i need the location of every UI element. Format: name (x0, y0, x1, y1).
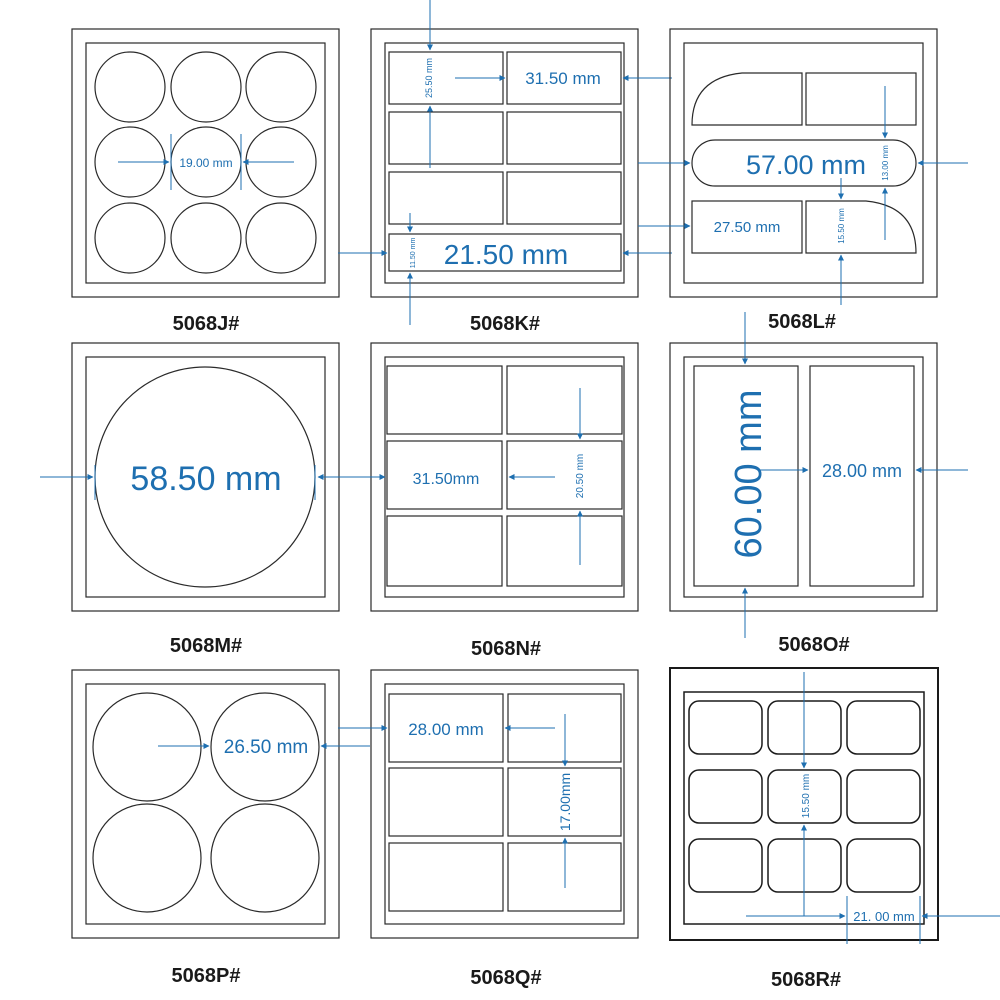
quarter-round-label (691, 72, 803, 126)
sheet-inner-border (384, 42, 625, 284)
rect-label (506, 515, 623, 587)
panel-caption: 5068O# (778, 634, 849, 656)
panel-caption: 5068N# (471, 638, 541, 660)
sheet-outer-border (669, 667, 939, 941)
rect-label (386, 365, 503, 435)
dimension-5068j (118, 134, 294, 190)
panel-caption: 5068Q# (470, 967, 541, 989)
panel-caption: 5068R# (771, 969, 841, 991)
wide-rect-label (388, 233, 622, 272)
dimension-label: 21. 00 mm (853, 909, 914, 924)
rect-label (506, 171, 622, 225)
round-label (170, 51, 242, 123)
dimension-label: 20.50 mm (575, 454, 586, 498)
dimension-label: 60.00 mm (728, 390, 770, 559)
dimension-5068l (638, 86, 968, 305)
round-label (92, 692, 202, 802)
label-circles (94, 51, 317, 274)
sheet-outer-border (71, 669, 340, 939)
dimension-label: 31.50mm (413, 471, 480, 488)
panel-5068o (669, 342, 938, 612)
dimension-5068k (338, 0, 672, 325)
round-label (170, 202, 242, 274)
rect-label (388, 693, 504, 763)
dimension-label: 11.50 mm (410, 238, 417, 269)
sheet-inner-border (683, 356, 924, 598)
dimension-5068r (746, 672, 1000, 944)
sheet-outer-border (370, 342, 639, 612)
rounded-rect-label (846, 838, 921, 893)
rect-label (388, 171, 504, 225)
rounded-rect-label (688, 769, 763, 824)
round-label (210, 692, 320, 802)
dimension-label: 27.50 mm (714, 219, 781, 236)
panel-5068j (71, 28, 340, 298)
capsule-label (691, 139, 917, 187)
sheet-inner-border (384, 683, 625, 925)
sheet-inner-border (85, 42, 326, 284)
rect-label (507, 767, 622, 837)
dimension-label: 26.50 mm (224, 737, 308, 758)
dimension-label: 19.00 mm (179, 156, 232, 170)
rect-label (506, 111, 622, 165)
quarter-round-label (805, 200, 917, 254)
dimension-label: 58.50 mm (130, 460, 281, 498)
tall-rect-label (693, 365, 799, 587)
sheet-outer-border (71, 28, 340, 298)
round-label (245, 202, 317, 274)
rect-label (388, 767, 504, 837)
sheet-outer-border (669, 342, 938, 612)
panel-5068q (370, 669, 639, 939)
panel-5068n (370, 342, 639, 612)
round-label (210, 803, 320, 913)
rounded-rect-label (688, 838, 763, 893)
rect-label (691, 200, 803, 254)
round-label (94, 202, 166, 274)
panel-caption: 5068L# (768, 311, 836, 333)
rect-label (506, 440, 623, 510)
tall-rect-label (809, 365, 915, 587)
rect-label (506, 51, 622, 105)
dimension-label: 28.00 mm (408, 720, 484, 739)
sheet-inner-border (85, 683, 326, 925)
rounded-rect-label (688, 700, 763, 755)
rect-label (805, 72, 917, 126)
rounded-rect-label (767, 769, 842, 824)
dimension-label: 13.00 mm (881, 145, 890, 181)
rect-label (386, 515, 503, 587)
panel-caption: 5068M# (170, 635, 242, 657)
rect-label (388, 111, 504, 165)
sheet-outer-border (370, 669, 639, 939)
rect-label (506, 365, 623, 435)
round-label (245, 51, 317, 123)
panel-caption: 5068K# (470, 313, 540, 335)
round-label (92, 803, 202, 913)
panel-5068p (71, 669, 340, 939)
panel-caption: 5068P# (172, 965, 241, 987)
rounded-rect-label (846, 700, 921, 755)
dimension-5068q (338, 714, 568, 888)
label-rounded-rects (688, 700, 921, 893)
dimension-label: 21.50 mm (444, 239, 569, 270)
panel-caption: 5068J# (173, 313, 240, 335)
rect-label (386, 440, 503, 510)
dimension-5068o (742, 312, 968, 638)
dimension-5068n (340, 388, 583, 565)
rounded-rect-label (846, 769, 921, 824)
dimension-label: 28.00 mm (822, 461, 902, 481)
round-label (94, 51, 166, 123)
rect-label (388, 842, 504, 912)
dimension-label: 15.50 mm (837, 208, 846, 244)
dimension-label: 31.50 mm (525, 69, 601, 88)
dimension-label: 57.00 mm (746, 150, 866, 180)
dimension-label: 15.50 mm (801, 774, 812, 818)
dimension-label: 25.50 mm (424, 58, 434, 98)
dimension-label: 17.00mm (557, 773, 573, 831)
